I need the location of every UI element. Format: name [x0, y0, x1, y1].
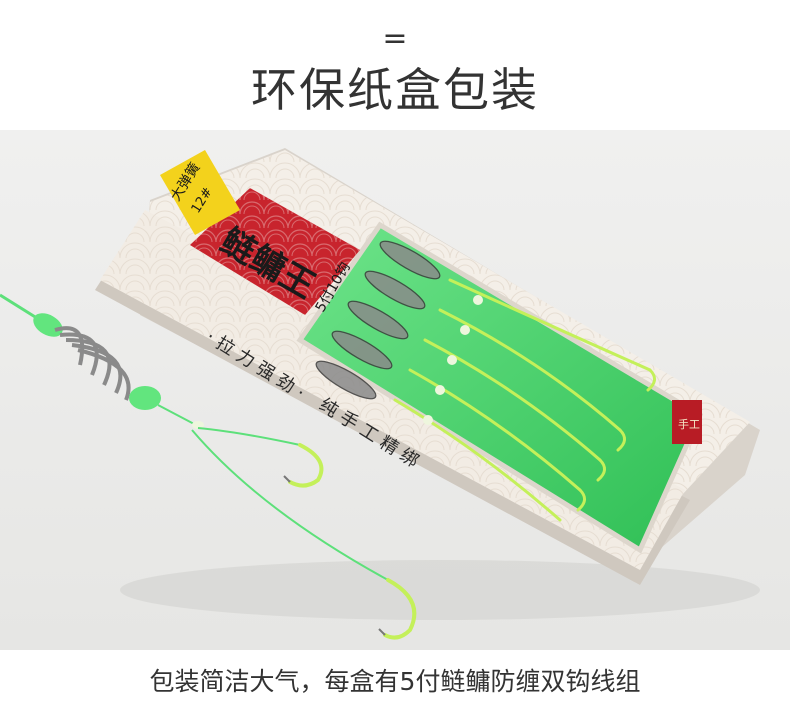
equals-mark: = [382, 21, 408, 56]
product-caption: 包装简洁大气，每盒有5付鲢鳙防缠双钩线组 [149, 667, 641, 696]
fishing-rig [0, 293, 417, 640]
product-illustration: 鲢鳙王 5付10钩 大弹簧 12# · 拉 力 强 劲 · 纯 手 工 精 绑 … [0, 148, 760, 640]
red-brand-band [190, 188, 360, 315]
section-heading: 环保纸盒包装 [251, 63, 539, 117]
size-tag [160, 150, 240, 235]
handmade-seal-text: 手工 [678, 417, 700, 431]
product-photo: 鲢鳙王 5付10钩 大弹簧 12# · 拉 力 强 劲 · 纯 手 工 精 绑 … [0, 130, 790, 650]
handmade-seal: 手工 [672, 400, 702, 444]
window-tray [296, 221, 704, 554]
